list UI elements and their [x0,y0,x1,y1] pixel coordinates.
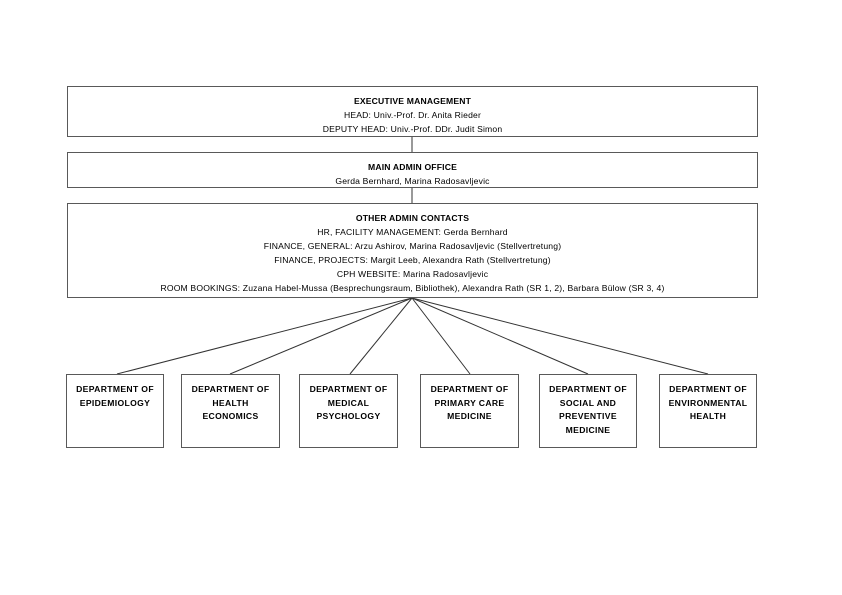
department-health-economics-line-1: DEPARTMENT OF [191,384,270,394]
connector-to-primary-care-medicine [411,297,471,375]
other-admin-contacts-finance-projects: FINANCE, PROJECTS: Margit Leeb, Alexandr… [274,255,551,266]
connector-to-health-economics [229,297,413,375]
department-epidemiology-line-1: DEPARTMENT OF [76,384,154,394]
node-department-environmental-health: DEPARTMENT OF ENVIRONMENTAL HEALTH [659,374,757,448]
department-primary-care-medicine-line-2: PRIMARY CARE [434,397,505,408]
department-social-and-preventive-medicine-line-3: PREVENTIVE [559,411,617,422]
connector-to-environmental-health [411,297,709,375]
connector-to-medical-psychology [349,297,413,375]
department-primary-care-medicine-line-3: MEDICINE [447,411,492,422]
connector-to-social-and-preventive-medicine [411,297,589,375]
department-environmental-health-line-1: DEPARTMENT OF [669,384,747,394]
department-social-and-preventive-medicine-line-1: DEPARTMENT OF [549,384,627,394]
department-health-economics-line-3: ECONOMICS [202,411,259,422]
other-admin-contacts-cph-website: CPH WEBSITE: Marina Radosavljevic [336,269,489,280]
node-main-admin-office: MAIN ADMIN OFFICE Gerda Bernhard, Marina… [67,152,758,188]
node-department-primary-care-medicine: DEPARTMENT OF PRIMARY CARE MEDICINE [420,374,519,448]
other-admin-contacts-finance-general: FINANCE, GENERAL: Arzu Ashirov, Marina R… [263,241,562,252]
executive-management-head: HEAD: Univ.-Prof. Dr. Anita Rieder [343,110,482,121]
department-environmental-health-line-3: HEALTH [689,411,727,422]
department-medical-psychology-line-2: MEDICAL [327,397,370,408]
department-primary-care-medicine-line-1: DEPARTMENT OF [430,384,509,394]
department-medical-psychology-line-3: PSYCHOLOGY [316,411,381,422]
other-admin-contacts-heading: OTHER ADMIN CONTACTS [355,213,470,223]
connector-to-epidemiology [116,297,413,375]
node-department-social-and-preventive-medicine: DEPARTMENT OF SOCIAL AND PREVENTIVE MEDI… [539,374,637,448]
node-executive-management: EXECUTIVE MANAGEMENT HEAD: Univ.-Prof. D… [67,86,758,137]
main-admin-office-staff: Gerda Bernhard, Marina Radosavljevic [335,176,490,187]
executive-management-heading: EXECUTIVE MANAGEMENT [353,96,472,106]
department-health-economics-line-2: HEALTH [212,397,249,408]
node-other-admin-contacts: OTHER ADMIN CONTACTS HR, FACILITY MANAGE… [67,203,758,298]
department-medical-psychology-line-1: DEPARTMENT OF [309,384,388,394]
other-admin-contacts-hr-facility: HR, FACILITY MANAGEMENT: Gerda Bernhard [317,227,508,238]
executive-management-deputy-head: DEPUTY HEAD: Univ.-Prof. DDr. Judit Simo… [322,124,503,135]
main-admin-office-heading: MAIN ADMIN OFFICE [367,162,457,172]
department-epidemiology-line-2: EPIDEMIOLOGY [79,397,151,408]
department-environmental-health-line-2: ENVIRONMENTAL [668,397,748,408]
node-department-health-economics: DEPARTMENT OF HEALTH ECONOMICS [181,374,280,448]
department-social-and-preventive-medicine-line-2: SOCIAL AND [559,397,617,408]
node-department-epidemiology: DEPARTMENT OF EPIDEMIOLOGY [66,374,164,448]
other-admin-contacts-room-bookings: ROOM BOOKINGS: Zuzana Habel-Mussa (Bespr… [160,283,665,294]
node-department-medical-psychology: DEPARTMENT OF MEDICAL PSYCHOLOGY [299,374,398,448]
department-social-and-preventive-medicine-line-4: MEDICINE [565,424,611,435]
